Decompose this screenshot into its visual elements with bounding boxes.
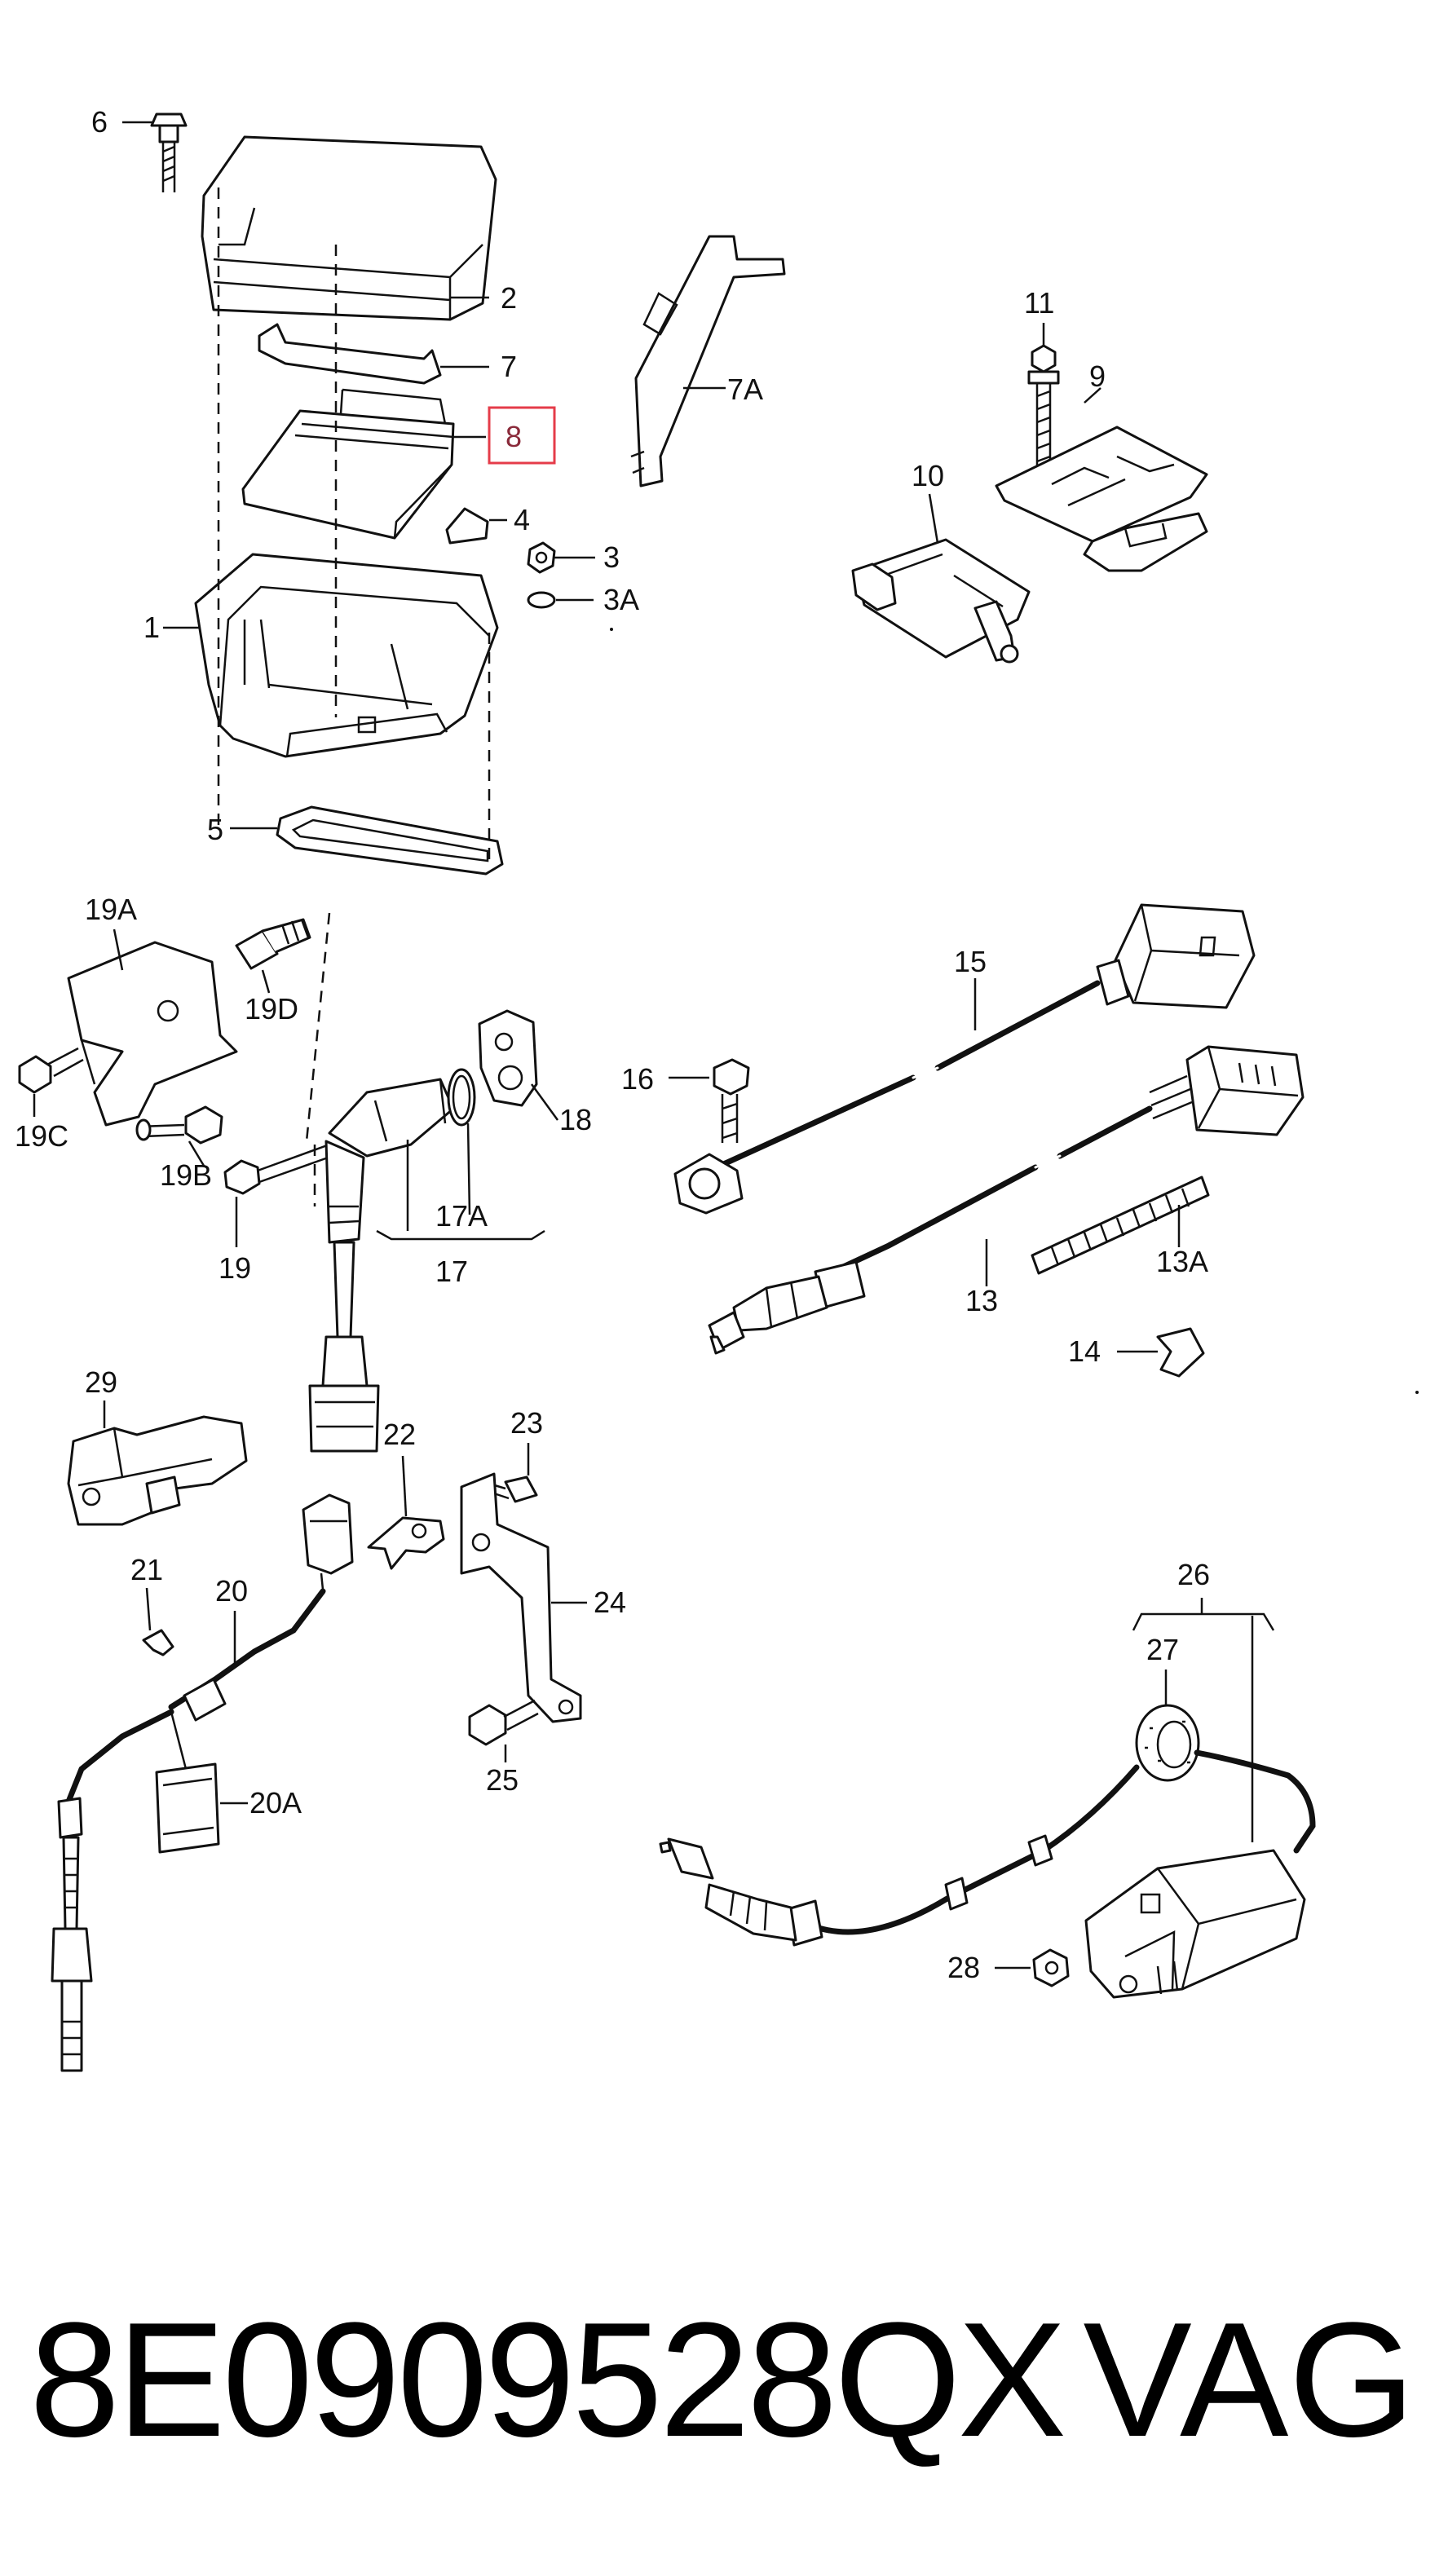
connector-15-icon (1114, 903, 1256, 1009)
lambda-probe-13 (708, 1260, 866, 1355)
washer-3a-icon (527, 591, 556, 609)
callout-19d: 19D (245, 992, 298, 1026)
callout-24: 24 (594, 1586, 626, 1619)
callout-13a: 13A (1156, 1245, 1208, 1278)
callout-28: 28 (947, 1951, 980, 1984)
bolt-11-icon (1031, 344, 1057, 373)
callout-1: 1 (143, 611, 160, 644)
clip-14-icon (1156, 1327, 1205, 1378)
callout-25: 25 (486, 1763, 519, 1797)
clip-4-icon (445, 507, 489, 545)
callout-19b: 19B (160, 1158, 212, 1192)
ecu-housing-tray (194, 553, 499, 758)
grommet-27 (1135, 1704, 1200, 1782)
callout-27: 27 (1146, 1633, 1179, 1666)
ecu-cover (201, 135, 497, 321)
clip-21-icon (142, 1629, 174, 1656)
callout-29: 29 (85, 1365, 117, 1399)
callout-13: 13 (965, 1284, 998, 1317)
callout-10: 10 (912, 459, 944, 492)
bracket-24 (460, 1472, 582, 1723)
callout-18: 18 (559, 1103, 592, 1136)
callout-3a: 3A (603, 583, 639, 616)
relay-holder-10 (851, 538, 1031, 664)
callout-26: 26 (1177, 1558, 1210, 1591)
bolt-19b-icon (135, 1105, 223, 1145)
brand-name: VAG (1083, 2289, 1415, 2471)
callout-7: 7 (501, 350, 517, 383)
callout-11: 11 (1024, 286, 1054, 320)
engine-control-unit-8 (241, 388, 455, 540)
knock-sensor-group: 15 16 13 13A (621, 903, 1305, 1378)
bracket-strip-7 (258, 323, 442, 385)
pressure-sensor-group: 29 21 20 20A (51, 1365, 354, 2072)
caption-bar: 8E0909528QX VAG (0, 2274, 1448, 2486)
part-number: 8E0909528QX (29, 2289, 1066, 2471)
bolt-25-icon (468, 1704, 507, 1746)
callout-4: 4 (514, 503, 530, 536)
callout-5: 5 (207, 813, 223, 846)
callout-17a: 17A (435, 1199, 488, 1233)
callout-2: 2 (501, 281, 517, 315)
callout-16: 16 (621, 1062, 654, 1096)
nut-28-icon (1032, 1948, 1070, 1987)
callout-20a: 20A (249, 1786, 302, 1820)
callout-20: 20 (215, 1574, 248, 1608)
pressure-sensor-29 (67, 1415, 248, 1526)
callout-8: 8 (505, 420, 522, 453)
callout-17: 17 (435, 1255, 468, 1288)
bracket-19a (67, 941, 238, 1127)
relay-plate-9 (995, 426, 1208, 572)
callout-9: 9 (1089, 359, 1106, 393)
pad-20a-icon (155, 1762, 220, 1854)
highlight-box-8 (488, 406, 556, 465)
nut-3-icon (527, 541, 556, 574)
callout-19: 19 (219, 1251, 251, 1285)
callout-23: 23 (510, 1406, 543, 1440)
callout-7a: 7A (727, 373, 763, 406)
callout-22: 22 (383, 1418, 416, 1451)
relay-plate-group: 11 9 10 (851, 286, 1208, 664)
gasket-5 (276, 805, 504, 876)
bolt-23-icon (504, 1475, 538, 1503)
callout-6: 6 (91, 105, 108, 139)
callout-14: 14 (1068, 1334, 1101, 1368)
sensor-bracket-group: 19A 19D 19C 19B 19 (15, 893, 592, 1453)
sensor-holder-plate (1084, 1849, 1306, 1999)
clamp-22-icon (367, 1516, 445, 1570)
gasket-18 (478, 1009, 538, 1107)
bolt-19c-icon (18, 1047, 84, 1094)
mounting-bracket-group: 22 23 24 25 (367, 1406, 626, 1797)
egt-sensor-20 (51, 1493, 354, 2072)
bracket-7a (630, 235, 786, 487)
callout-21: 21 (130, 1553, 163, 1586)
parts-exploded-diagram: 6 2 7 8 4 3 3A (15, 105, 1419, 2072)
callout-3: 3 (603, 540, 620, 574)
callout-15: 15 (954, 945, 987, 978)
callout-19a: 19A (85, 893, 137, 926)
bolt-6-icon (150, 112, 188, 192)
knock-sensor-16 (673, 1058, 750, 1215)
oxygen-sensor-group: 26 27 28 (659, 1558, 1316, 1999)
speed-sensor-17 (308, 1078, 455, 1453)
ecu-housing-group: 6 2 7 8 4 3 3A (91, 105, 639, 876)
bolt-19d-icon (235, 918, 311, 970)
callout-19c: 19C (15, 1119, 68, 1153)
bolt-19-icon (223, 1143, 333, 1195)
